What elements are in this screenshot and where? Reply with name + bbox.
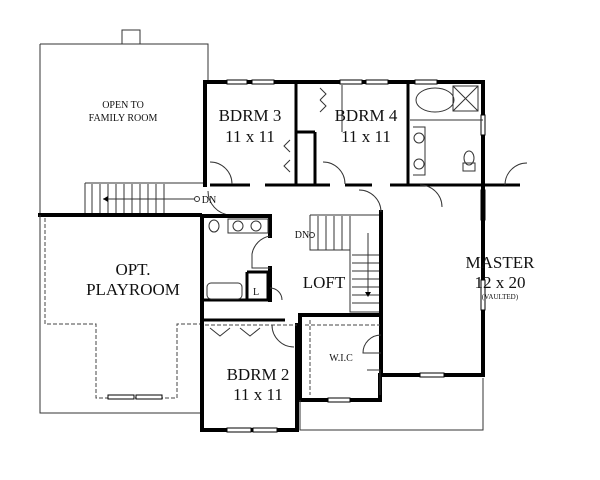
shower-icon <box>452 85 479 112</box>
playroom-opt-label: OPT. <box>115 260 150 279</box>
master-wic <box>298 183 486 431</box>
toilet-icon <box>463 150 475 166</box>
upper-stair <box>84 182 205 214</box>
loft-label: LOFT <box>303 273 346 292</box>
bathtub-icon <box>415 87 455 113</box>
bdrm3-name: BDRM 3 <box>219 106 282 125</box>
bdrm4-size: 11 x 11 <box>341 127 391 146</box>
wic-label: W.I.C <box>329 353 353 364</box>
bdrm2-size: 11 x 11 <box>233 385 283 404</box>
master-name: MASTER <box>466 253 536 272</box>
master-size: 12 x 20 <box>475 273 526 292</box>
bathtub-icon <box>206 282 243 300</box>
playroom-label: PLAYROOM <box>86 280 180 299</box>
hall-bath-bdrm2 <box>200 214 299 433</box>
dn-loft-label: DN <box>295 230 309 241</box>
bdrm2-name: BDRM 2 <box>227 365 290 384</box>
bdrm4-name: BDRM 4 <box>335 106 398 125</box>
linen-label: L <box>253 287 259 298</box>
bdrm3-size: 11 x 11 <box>225 127 275 146</box>
loft-stair <box>309 214 380 313</box>
open-to-family-room-area <box>39 29 209 214</box>
family-room-label: FAMILY ROOM <box>89 113 158 124</box>
open-to-label: OPEN TO <box>102 100 144 111</box>
dn-upper-label: DN <box>202 195 216 206</box>
bedroom-block-north <box>203 79 528 221</box>
master-note: (VAULTED) <box>482 293 519 301</box>
chimney <box>121 29 141 45</box>
toilet-icon <box>208 219 220 233</box>
